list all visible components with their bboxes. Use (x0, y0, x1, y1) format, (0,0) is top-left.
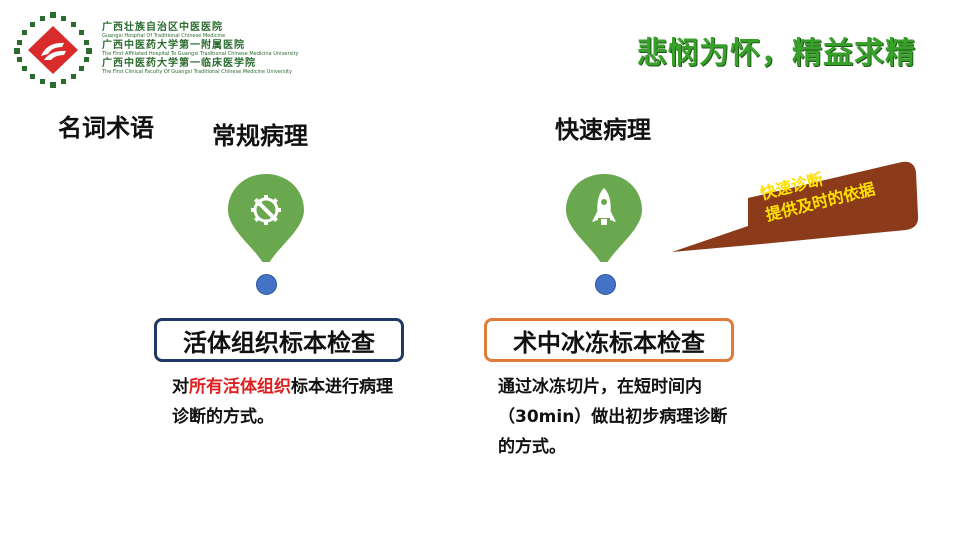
slogan: 悲悯为怀，精益求精 (637, 36, 916, 71)
term-biopsy: 活体组织标本检查 (154, 318, 404, 362)
logo-line-en: The First Affiliated Hospital To Guangxi… (102, 51, 299, 57)
logo-line-en: The First Clinical Faculty Of Guangxi Tr… (102, 69, 292, 75)
hospital-logo: 广西壮族自治区中医医院 Guangxi Hospital Of Traditio… (14, 12, 344, 88)
column-title-routine: 常规病理 (212, 122, 308, 150)
description-rapid: 通过冰冻切片，在短时间内（30min）做出初步病理诊断的方式。 (498, 377, 728, 457)
column-title-rapid: 快速病理 (555, 116, 651, 144)
gear-wrench-icon (228, 174, 304, 262)
callout-bubble (672, 161, 919, 252)
description-suffix: 标本进行病理诊断的方式。 (172, 377, 393, 427)
description-prefix: 对 (172, 377, 189, 397)
section-title: 名词术语 (58, 114, 154, 142)
logo-line-cn: 广西中医药大学第一临床医学院 (102, 58, 256, 69)
rocket-icon (566, 174, 642, 262)
marker-dot (595, 274, 616, 295)
marker-dot (256, 274, 277, 295)
description-routine: 对所有活体组织标本进行病理诊断的方式。 (172, 372, 402, 432)
logo-line-cn: 广西壮族自治区中医医院 (102, 22, 223, 33)
logo-line-cn: 广西中医药大学第一附属医院 (102, 40, 245, 51)
description-highlight: 所有活体组织 (189, 377, 291, 397)
term-frozen-section: 术中冰冻标本检查 (484, 318, 734, 362)
logo-line-en: Guangxi Hospital Of Traditional Chinese … (102, 33, 226, 39)
hospital-emblem-icon (14, 12, 92, 88)
